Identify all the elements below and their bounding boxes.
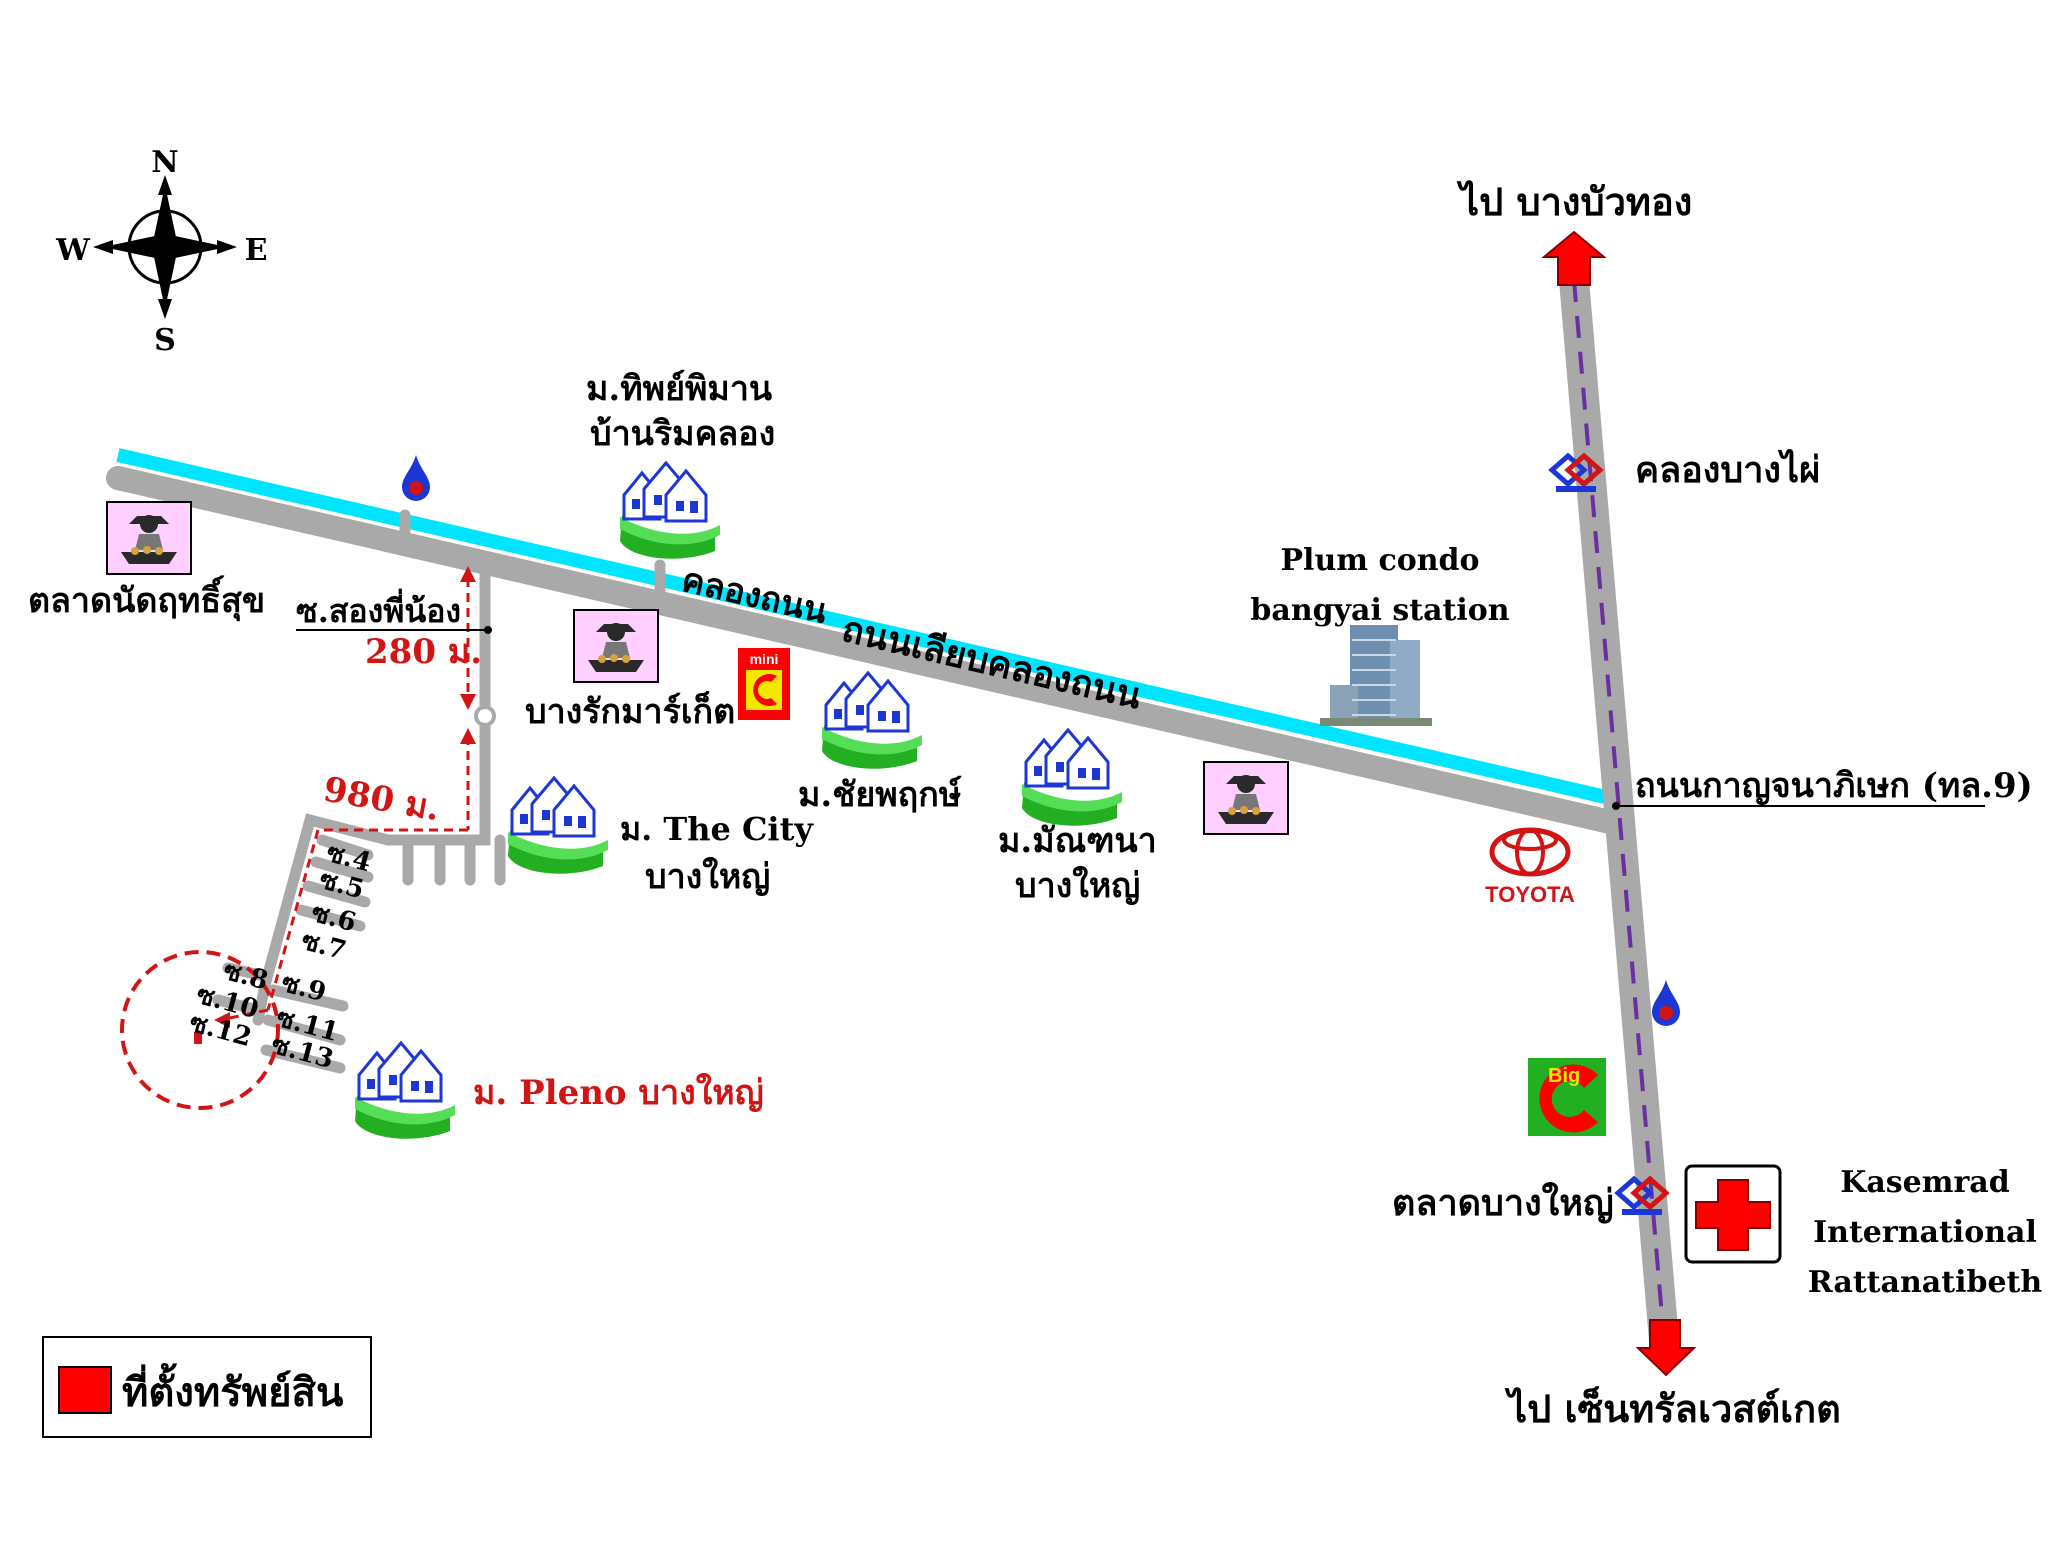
arrow-up-icon [460, 566, 476, 582]
soi-song-phi-nong-label: ซ.สองพี่น้อง [296, 588, 461, 630]
market-icon [573, 609, 659, 683]
chaiyapruk-label: ม.ชัยพฤกษ์ [798, 775, 962, 815]
kasemrad-label-2: International [1813, 1215, 2037, 1250]
toyota-logo-icon: TOYOTA [1485, 827, 1575, 907]
canal-line [116, 448, 1612, 805]
the-city-label-1: ม. The City [620, 810, 814, 848]
arrow-up-icon [460, 728, 476, 744]
canal-side-road [106, 466, 1622, 834]
condo-building-icon [1320, 625, 1432, 726]
kasemrad-label-3: Rattanatibeth [1808, 1265, 2043, 1300]
gas-station-icon [1652, 980, 1680, 1026]
monthana-label-2: บางใหญ่ [1015, 865, 1140, 906]
compass-west: W [55, 233, 91, 268]
legend: ที่ตั้งทรัพย์สิน [42, 1336, 372, 1438]
kasemrad-label-1: Kasemrad [1840, 1165, 2009, 1200]
mini-c-label: mini [750, 651, 779, 667]
soi-9-label: ซ.9 [278, 968, 329, 1009]
mini-c-icon: mini [738, 648, 790, 720]
north-direction-label: ไป บางบัวทอง [1456, 179, 1692, 224]
side-roads [212, 509, 666, 1074]
compass-north: N [151, 145, 178, 180]
hospital-icon [1684, 1164, 1782, 1264]
highway-point [1612, 802, 1620, 810]
property-location-circle [120, 950, 280, 1110]
junction-marker [474, 705, 496, 727]
compass-rose: N S W E [55, 145, 267, 358]
khlong-bang-phai-label: คลองบางไผ่ [1635, 448, 1820, 491]
legend-property-swatch [58, 1366, 112, 1414]
big-c-label: Big [1548, 1065, 1580, 1087]
distance-280-label: 280 ม. [365, 632, 482, 672]
plum-condo-label-2: bangyai station [1250, 593, 1509, 628]
srt-station-icon [1618, 1179, 1666, 1215]
compass-east: E [245, 233, 268, 268]
bang-rak-market-label: บางรักมาร์เก็ต [525, 690, 735, 732]
highway-label: ถนนกาญจนาภิเษก (ทล.9) [1635, 766, 2033, 806]
arrow-down-icon [460, 694, 476, 710]
tip-phiman-label-1: ม.ทิพย์พิมาน [586, 369, 772, 409]
kanchanaphisek-road [1559, 278, 1679, 1342]
house-icon [506, 776, 610, 876]
srt-station-icon [1552, 456, 1600, 492]
big-c-icon: Big [1528, 1058, 1606, 1136]
market-icon [1203, 761, 1289, 835]
talad-bang-yai-label: ตลาดบางใหญ่ [1392, 1181, 1614, 1224]
house-icon [820, 671, 924, 771]
soi-labels: ซ.4 ซ.5 ซ.6 ซ.7 ซ.8 ซ.9 ซ.10 ซ.11 ซ.12 ซ… [186, 838, 374, 1075]
distance-980-label: 980 ม. [320, 769, 442, 829]
soi-point [484, 626, 492, 634]
toyota-label: TOYOTA [1485, 882, 1575, 907]
house-icon [353, 1041, 457, 1141]
pleno-label: ม. Pleno บางใหญ่ [473, 1072, 764, 1113]
tip-phiman-label-2: บ้านริมคลอง [590, 414, 775, 454]
compass-south: S [154, 323, 176, 358]
leader-lines [296, 629, 1985, 807]
arrow-left-icon [214, 1012, 230, 1028]
house-icon [618, 461, 722, 561]
the-city-label-2: บางใหญ่ [645, 856, 770, 897]
market-icon [106, 501, 192, 575]
north-arrow-icon [1541, 230, 1607, 286]
house-icon [1020, 728, 1124, 828]
property-marker [194, 1032, 202, 1044]
south-direction-label: ไป เซ็นทรัลเวสต์เกต [1504, 1386, 1841, 1431]
legend-property-label: ที่ตั้งทรัพย์สิน [122, 1369, 344, 1416]
gas-station-icon [402, 455, 430, 501]
plum-condo-label-1: Plum condo [1280, 543, 1479, 578]
south-arrow-icon [1635, 1319, 1697, 1377]
talad-nat-label: ตลาดนัดฤทธิ์สุข [28, 575, 265, 622]
route-to-property [219, 578, 470, 1022]
monthana-label-1: ม.มัณฑนา [998, 821, 1157, 861]
